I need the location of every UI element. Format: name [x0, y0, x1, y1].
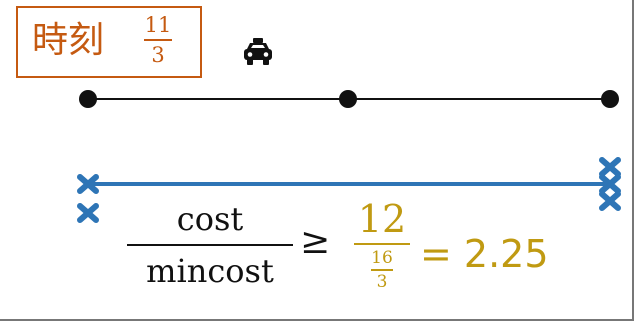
- route-node-right: [601, 90, 619, 108]
- x-marker-right-3: [599, 191, 621, 211]
- x-marker-left-top: [77, 174, 99, 194]
- ratio-den-numerator: 16: [371, 248, 393, 268]
- time-denominator: 3: [151, 43, 165, 67]
- ratio-value-fraction: 12 16 3: [352, 198, 412, 292]
- geq-symbol: ≥: [300, 221, 331, 262]
- cost-label: cost: [176, 200, 244, 238]
- route-node-middle: [339, 90, 357, 108]
- taxi-icon: [244, 38, 272, 65]
- mincost-label: mincost: [146, 252, 274, 290]
- ratio-denominator: 16 3: [371, 248, 393, 292]
- slide-frame: [0, 0, 634, 321]
- cost-ratio-fraction: cost mincost: [124, 198, 296, 292]
- time-numerator: 11: [144, 13, 172, 37]
- time-box: 時刻 11 3: [16, 6, 202, 78]
- x-marker-right-2: [599, 174, 621, 194]
- route-node-left: [79, 90, 97, 108]
- ratio-numerator: 12: [357, 197, 407, 241]
- ratio-den-denominator: 3: [376, 272, 388, 292]
- time-label: 時刻: [32, 20, 105, 61]
- x-marker-right-1: [599, 157, 621, 177]
- ratio-result: = 2.25: [420, 232, 549, 276]
- ratio-den-bar: [371, 269, 393, 271]
- cost-ratio-bar: [127, 244, 293, 246]
- time-fraction-bar: [144, 39, 172, 41]
- time-fraction: 11 3: [138, 12, 178, 68]
- ratio-bar: [354, 243, 410, 245]
- x-marker-left-bottom: [77, 203, 99, 223]
